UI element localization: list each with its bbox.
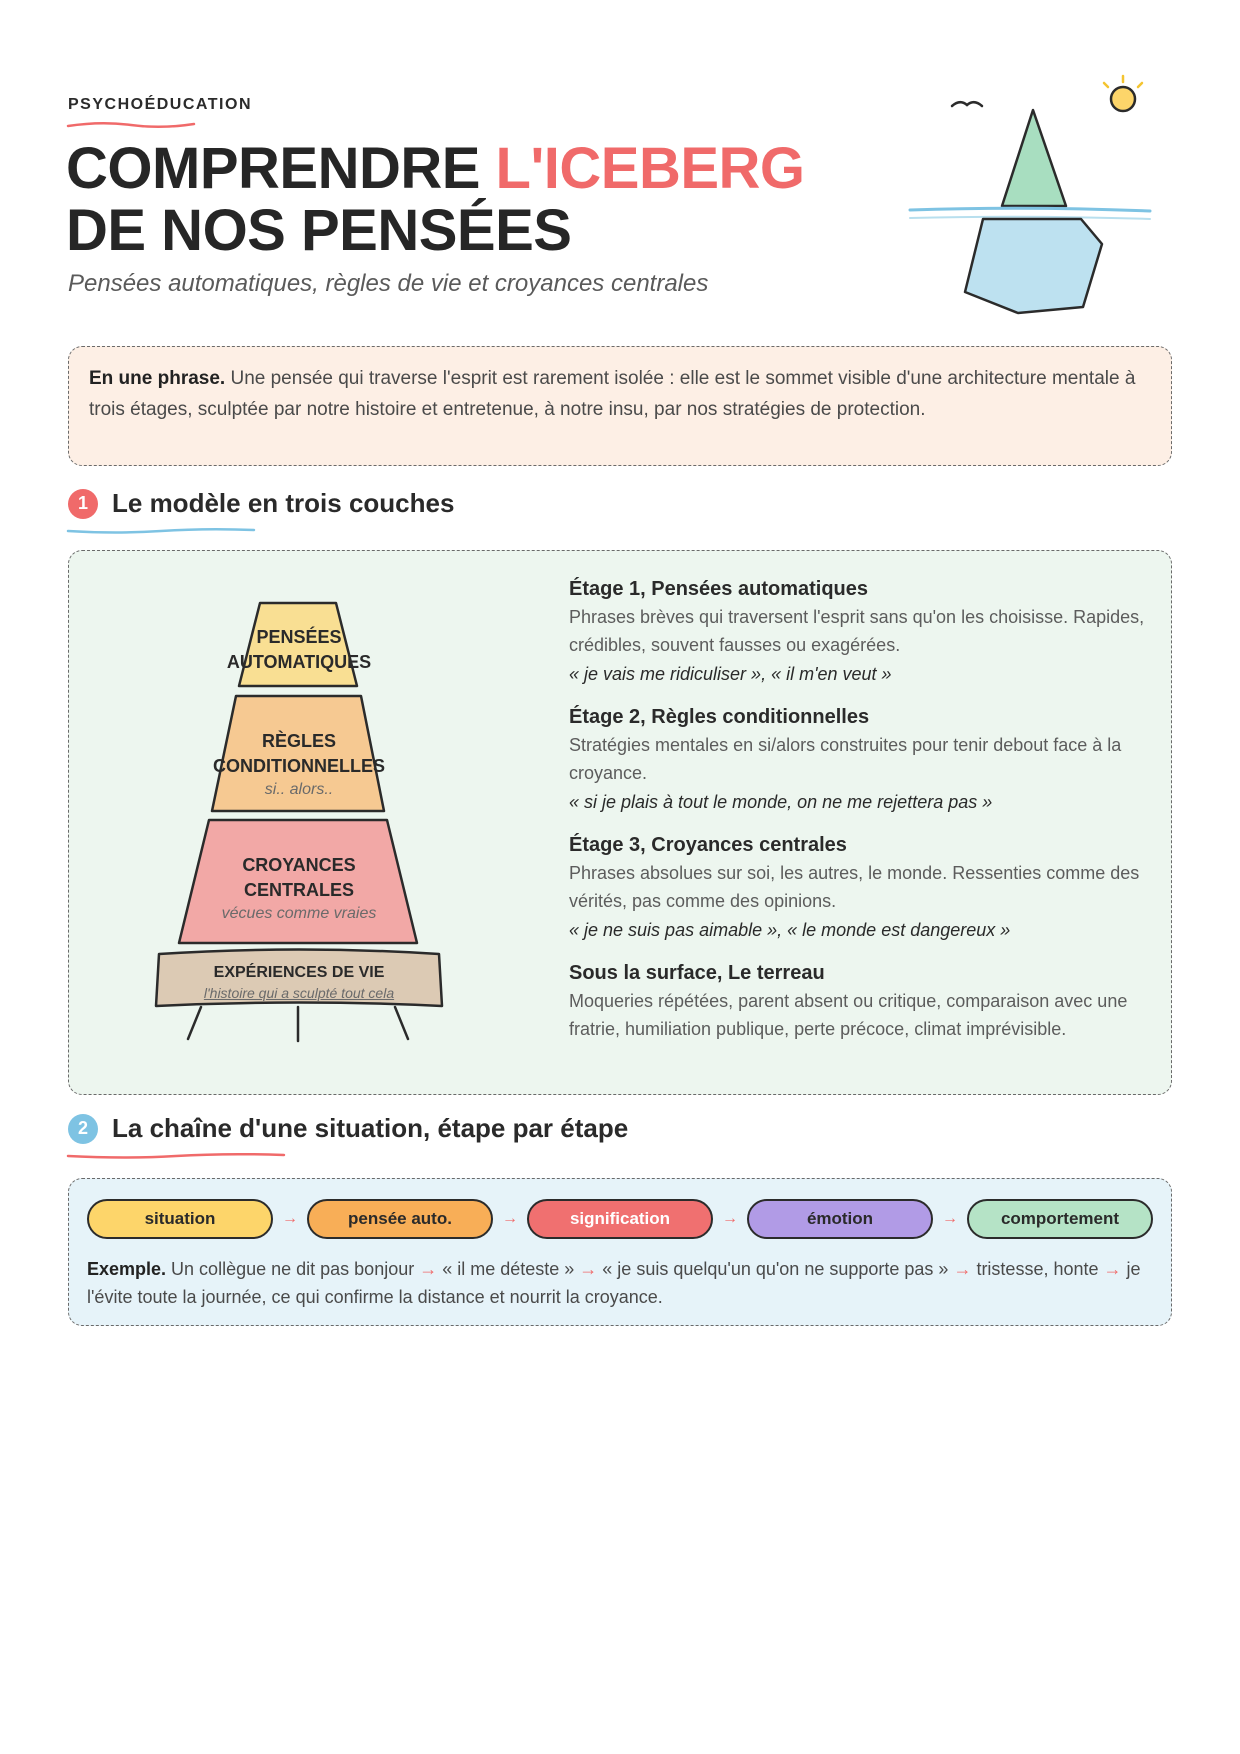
chain-step-comportement: comportement bbox=[967, 1199, 1153, 1239]
stage-2: Étage 2, Règles conditionnelles Stratégi… bbox=[569, 703, 1149, 817]
chain-arrow-icon: → bbox=[282, 1210, 298, 1227]
stage-3-text: Phrases absolues sur soi, les autres, le… bbox=[569, 863, 1140, 911]
stage-1-quote: « je vais me ridiculiser », « il m'en ve… bbox=[569, 664, 892, 684]
pyramid-tier-2 bbox=[210, 694, 386, 813]
title-line2: DE NOS PENSÉES bbox=[66, 198, 572, 263]
chain-panel: situation → pensée auto. → signification… bbox=[68, 1178, 1172, 1326]
example-part-1: Un collègue ne dit pas bonjour bbox=[166, 1259, 420, 1279]
page-subtitle: Pensées automatiques, règles de vie et c… bbox=[68, 270, 709, 297]
tier-1-line1: PENSÉES bbox=[256, 627, 342, 647]
bird-icon bbox=[950, 101, 984, 108]
iceberg-tip-icon bbox=[1000, 108, 1068, 208]
tier-3-label: CROYANCES CENTRALES bbox=[199, 853, 399, 903]
stage-4-title: Sous la surface, Le terreau bbox=[569, 962, 825, 984]
stage-3-title: Étage 3, Croyances centrales bbox=[569, 834, 847, 856]
section-1-heading: 1 Le modèle en trois couches bbox=[68, 488, 454, 519]
tier-3-line2: CENTRALES bbox=[243, 880, 354, 900]
stage-1-title: Étage 1, Pensées automatiques bbox=[569, 578, 869, 600]
page-title: COMPRENDRE L'ICEBERG DE NOS PENSÉES bbox=[66, 138, 805, 262]
model-panel: PENSÉES AUTOMATIQUES RÈGLES CONDITIONNEL… bbox=[68, 550, 1172, 1095]
chain-example: Exemple. Un collègue ne dit pas bonjour … bbox=[87, 1255, 1157, 1311]
tier-2-sub: si.. alors.. bbox=[264, 781, 334, 798]
base-label: EXPÉRIENCES DE VIE bbox=[213, 964, 385, 981]
pyramid-tier-3 bbox=[177, 818, 419, 945]
example-part-5: je l'évite toute la journée, ce qui conf… bbox=[87, 1259, 1141, 1307]
example-arrow-icon: → bbox=[1103, 1259, 1122, 1279]
root-line-left bbox=[186, 1005, 203, 1041]
chain-row: situation → pensée auto. → signification… bbox=[87, 1199, 1153, 1239]
example-part-2: « il me déteste » bbox=[437, 1259, 580, 1279]
tier-3-sub: vécues comme vraies bbox=[221, 905, 377, 922]
example-arrow-icon: → bbox=[953, 1259, 972, 1279]
stage-4-text: Moqueries répétées, parent absent ou cri… bbox=[569, 991, 1128, 1039]
base-sub: l'histoire qui a sculpté tout cela bbox=[203, 985, 395, 1001]
pyramid-shapes bbox=[154, 601, 444, 1043]
callout-lead: En une phrase. bbox=[89, 368, 226, 389]
chain-arrow-icon: → bbox=[942, 1210, 958, 1227]
chain-step-situation: situation bbox=[87, 1199, 273, 1239]
chain-step-signification: signification bbox=[527, 1199, 713, 1239]
section-1-title: Le modèle en trois couches bbox=[112, 488, 455, 518]
root-line-right bbox=[393, 1005, 410, 1041]
summary-callout: En une phrase. Une pensée qui traverse l… bbox=[68, 346, 1172, 466]
stage-list: Étage 1, Pensées automatiques Phrases br… bbox=[569, 575, 1149, 1057]
section-2-title: La chaîne d'une situation, étape par éta… bbox=[112, 1113, 629, 1143]
section-2-number: 2 bbox=[68, 1113, 98, 1144]
chain-step-pensee: pensée auto. bbox=[307, 1199, 493, 1239]
tier-3-line1: CROYANCES bbox=[242, 855, 356, 875]
tier-2-line2: CONDITIONNELLES bbox=[212, 756, 385, 776]
stage-3-quote: « je ne suis pas aimable », « le monde e… bbox=[569, 920, 1011, 940]
iceberg-illustration bbox=[908, 74, 1152, 315]
stage-4: Sous la surface, Le terreau Moqueries ré… bbox=[569, 959, 1149, 1043]
section-2-heading: 2 La chaîne d'une situation, étape par é… bbox=[68, 1113, 628, 1144]
title-accent: L'ICEBERG bbox=[495, 136, 805, 201]
example-part-4: tristesse, honte bbox=[971, 1259, 1104, 1279]
chain-arrow-icon: → bbox=[722, 1210, 738, 1227]
stage-1-text: Phrases brèves qui traversent l'esprit s… bbox=[569, 607, 1145, 655]
stage-2-text: Stratégies mentales en si/alors construi… bbox=[569, 735, 1122, 783]
thought-pyramid: PENSÉES AUTOMATIQUES RÈGLES CONDITIONNEL… bbox=[139, 581, 499, 1061]
title-main: COMPRENDRE bbox=[66, 136, 496, 201]
chain-arrow-icon: → bbox=[502, 1210, 518, 1227]
section-2-underline bbox=[66, 1152, 286, 1159]
section-1-number: 1 bbox=[68, 488, 98, 519]
kicker: PSYCHOÉDUCATION bbox=[68, 96, 252, 113]
example-arrow-icon: → bbox=[419, 1259, 438, 1279]
chain-step-emotion: émotion bbox=[747, 1199, 933, 1239]
callout-text: Une pensée qui traverse l'esprit est rar… bbox=[89, 368, 1136, 420]
stage-1: Étage 1, Pensées automatiques Phrases br… bbox=[569, 575, 1149, 689]
pyramid-base bbox=[154, 948, 444, 1008]
pyramid-tier-1 bbox=[237, 601, 359, 688]
waterline-icon bbox=[908, 206, 1152, 213]
tier-1-line2: AUTOMATIQUES bbox=[226, 652, 372, 672]
tier-1-label: PENSÉES AUTOMATIQUES bbox=[199, 625, 399, 675]
stage-2-title: Étage 2, Règles conditionnelles bbox=[569, 706, 870, 728]
example-part-3: « je suis quelqu'un qu'on ne supporte pa… bbox=[597, 1259, 954, 1279]
sun-icon bbox=[1102, 74, 1144, 113]
kicker-underline bbox=[66, 122, 196, 128]
tier-2-line1: RÈGLES bbox=[261, 731, 336, 751]
tier-2-label: RÈGLES CONDITIONNELLES bbox=[199, 729, 399, 779]
example-arrow-icon: → bbox=[579, 1259, 598, 1279]
iceberg-base-icon bbox=[963, 217, 1104, 315]
stage-3: Étage 3, Croyances centrales Phrases abs… bbox=[569, 831, 1149, 945]
section-1-underline bbox=[66, 527, 256, 534]
stage-2-quote: « si je plais à tout le monde, on ne me … bbox=[569, 792, 993, 812]
example-lead: Exemple. bbox=[87, 1259, 167, 1279]
